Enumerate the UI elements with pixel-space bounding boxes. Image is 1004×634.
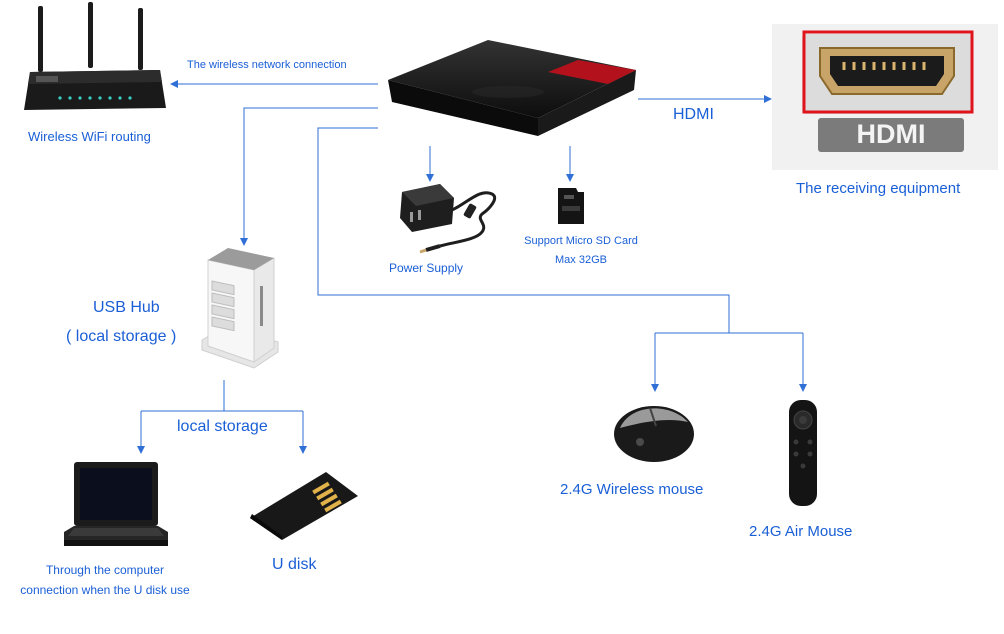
sd-card-image	[558, 188, 584, 224]
air-mouse-image	[789, 400, 817, 506]
hdmi-port-label: HDMI	[856, 119, 926, 149]
laptop-image	[64, 462, 168, 546]
power-supply-image	[400, 184, 497, 254]
sd-card-label-line2: Max 32GB	[555, 254, 607, 266]
hdmi-port-icon	[802, 30, 974, 152]
hdmi-port-panel: HDMI	[772, 24, 998, 170]
wire-to-usb-hub	[240, 107, 378, 246]
computer-label-line2: connection when the U disk use	[20, 583, 190, 597]
wifi-router-image	[24, 2, 166, 110]
tv-box-image	[388, 40, 636, 136]
wireless-mouse-label: 2.4G Wireless mouse	[560, 481, 704, 498]
wire-to-mice	[317, 127, 730, 333]
power-supply-label: Power Supply	[389, 261, 464, 275]
receiver-label: The receiving equipment	[796, 180, 961, 197]
usb-hub-image	[201, 248, 279, 369]
u-disk-image	[250, 472, 358, 540]
usb-hub-label: USB Hub	[93, 299, 160, 316]
computer-label-line1: Through the computer	[45, 563, 165, 577]
air-mouse-label: 2.4G Air Mouse	[749, 523, 853, 540]
wireless-connection-label: The wireless network connection	[187, 59, 347, 71]
usb-hub-sublabel: ( local storage )	[66, 328, 177, 345]
hdmi-link-label: HDMI	[673, 106, 714, 123]
wireless-mouse-image	[614, 406, 694, 462]
local-storage-label: local storage	[177, 418, 268, 435]
sd-card-label-line1: Support Micro SD Card	[524, 235, 638, 247]
u-disk-label: U disk	[272, 556, 317, 573]
router-label: Wireless WiFi routing	[28, 129, 151, 144]
